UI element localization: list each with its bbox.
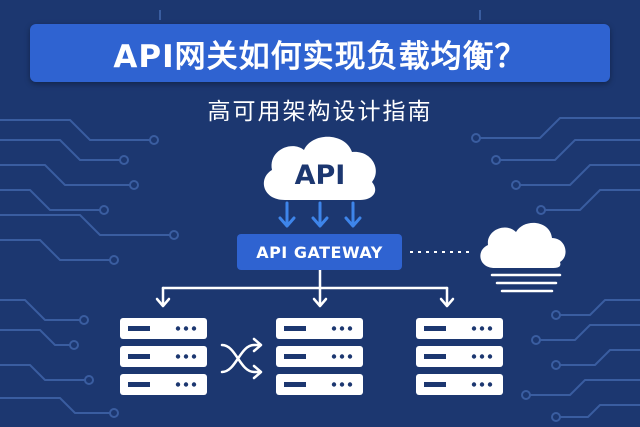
gateway-label: API GATEWAY — [256, 242, 383, 262]
cloud-storage-icon — [480, 222, 566, 293]
page-title: API网关如何实现负载均衡？ — [113, 38, 527, 75]
server-icon — [276, 318, 363, 395]
cloud-icon — [263, 136, 376, 200]
server-icon — [416, 318, 503, 395]
server-icon — [120, 318, 207, 395]
api-gateway-box: API GATEWAY — [237, 234, 402, 270]
shuffle-icon — [220, 337, 263, 380]
cloud-api-label: API — [294, 160, 346, 191]
title-banner: API网关如何实现负载均衡？ — [30, 24, 610, 82]
page-subtitle: 高可用架构设计指南 — [207, 99, 433, 125]
tree-connectors — [155, 268, 455, 308]
arrow-down-icon — [278, 201, 362, 228]
